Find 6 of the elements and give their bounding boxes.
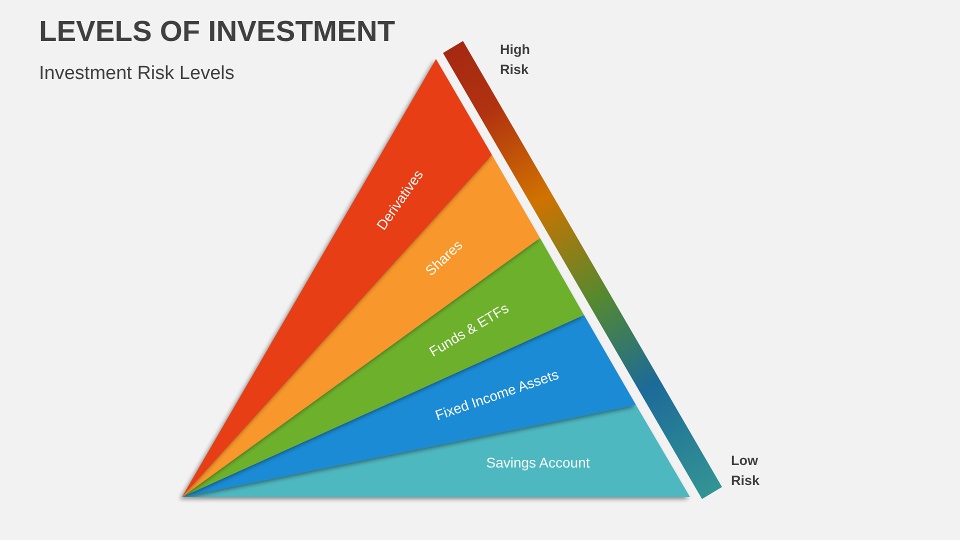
segment-label: Savings Account [486, 454, 590, 472]
risk-label: High Risk [500, 41, 531, 79]
risk-label: Low Risk [731, 452, 761, 490]
title: LEVELS OF INVESTMENT [39, 16, 396, 50]
subtitle: Investment Risk Levels [39, 62, 234, 86]
segment-label: Fixed Income Assets [433, 366, 561, 424]
